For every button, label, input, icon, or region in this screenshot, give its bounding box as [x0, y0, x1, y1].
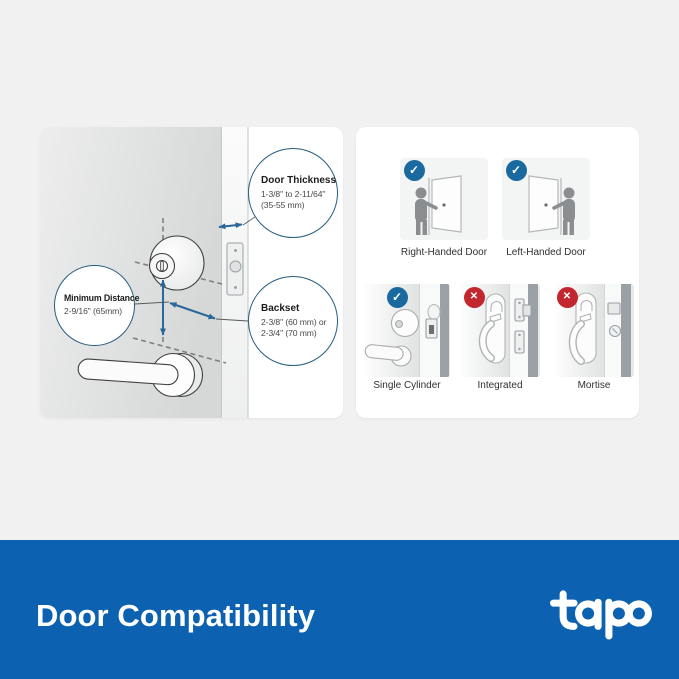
backset-callout: Backset 2-3/8" (60 mm) or 2-3/4" (70 mm)	[248, 276, 338, 366]
callout-title: Backset	[261, 302, 300, 314]
tapo-logo	[550, 589, 652, 640]
latch-plate	[226, 242, 244, 296]
callout-value: (35-55 mm)	[261, 200, 305, 210]
callout-value: 1-3/8" to 2-11/64"	[261, 188, 326, 199]
single-cylinder-illustration	[364, 284, 450, 377]
page-title: Door Compatibility	[36, 597, 316, 633]
single-cylinder-tile: ✓	[364, 284, 450, 377]
callout-value: 2-3/4" (70 mm)	[261, 328, 317, 338]
door-handle	[77, 352, 204, 398]
cross-icon: ✕	[463, 286, 485, 308]
check-icon: ✓	[505, 159, 527, 181]
left-handed-door-tile: ✓	[502, 158, 590, 240]
cross-icon: ✕	[556, 286, 578, 308]
callout-title: Door Thickness	[261, 174, 337, 186]
minimum-distance-callout: Minimum Distance 2-9/16" (65mm)	[54, 265, 140, 346]
bottom-banner: Door Compatibility	[0, 540, 679, 679]
tile-label: Integrated	[477, 380, 523, 391]
tile-label: Mortise	[577, 380, 611, 391]
door-thickness-arrow	[218, 222, 243, 230]
callout-value: 2-3/8" (60 mm) or	[261, 316, 327, 327]
tile-label: Single Cylinder	[373, 380, 441, 391]
backset-arrow	[169, 302, 216, 320]
mortise-lock-tile: ✕	[554, 284, 634, 377]
integrated-lock-illustration	[460, 284, 540, 377]
callout-title: Minimum Distance	[64, 293, 140, 304]
measurement-arrows	[160, 222, 243, 336]
tile-label: Right-Handed Door	[400, 247, 488, 258]
tile-label: Left-Handed Door	[506, 247, 586, 258]
right-handed-door-tile: ✓	[400, 158, 488, 240]
callout-value: 2-9/16" (65mm)	[64, 306, 123, 317]
check-icon: ✓	[386, 286, 408, 308]
mortise-lock-illustration	[554, 284, 634, 377]
check-icon: ✓	[403, 159, 425, 181]
compatibility-card: ✓ ✓ Right-Handed	[356, 127, 639, 418]
deadbolt	[148, 235, 205, 291]
person-silhouette	[415, 187, 438, 235]
door-thickness-callout: Door Thickness 1-3/8" to 2-11/64" (35-55…	[248, 148, 338, 238]
left-handed-door-illustration	[528, 175, 575, 235]
person-silhouette	[552, 187, 575, 235]
measurement-diagram-card: Door Thickness 1-3/8" to 2-11/64" (35-55…	[40, 127, 343, 418]
integrated-lock-tile: ✕	[460, 284, 540, 377]
right-handed-door-illustration	[415, 175, 462, 235]
